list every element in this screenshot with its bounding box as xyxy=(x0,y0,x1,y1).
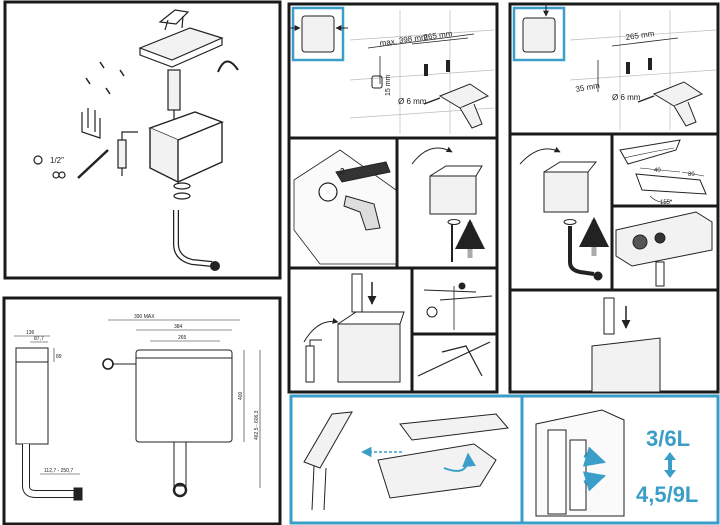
flush-mechanism-part xyxy=(167,69,181,125)
double-arrow-icon xyxy=(664,452,676,478)
gaskets-part xyxy=(173,182,191,200)
dim-pipe-range-label: 112,7 - 250,7 xyxy=(44,468,73,474)
step-number-label: 2 xyxy=(340,167,345,176)
side-view xyxy=(14,335,83,501)
bracket-part xyxy=(158,9,190,31)
steps-grid xyxy=(287,2,720,394)
supply-pipe-part xyxy=(77,149,109,179)
dim-87-label: 87,7 xyxy=(34,336,44,342)
lid-removal-step-b xyxy=(519,146,609,281)
dim-265-label: 265 xyxy=(178,335,187,341)
drill-size-label-b: Ø 6 mm xyxy=(612,93,641,102)
fill-valve-thread-label: 1/2" xyxy=(50,156,64,165)
connector-step xyxy=(423,282,493,330)
cistern-part xyxy=(148,111,224,184)
fill-valve-part xyxy=(117,131,138,176)
dim-15-mm-label: 15 mm xyxy=(385,74,392,96)
cover-plate-part xyxy=(138,27,224,68)
dim-136-label: 136 xyxy=(26,330,35,336)
final-insertion-step xyxy=(591,297,661,393)
dim-80-label: 80 xyxy=(688,172,695,178)
flush-volume-full-label: 3/6L xyxy=(646,426,690,451)
dim-265-mm-label-b: 265 mm xyxy=(625,29,655,42)
cut-step-panel: 2 xyxy=(293,149,397,265)
dim-400-label: 400 xyxy=(238,391,244,400)
drill-icon xyxy=(637,81,704,127)
install-panel-a: max. 398 mm 265 mm 15 mm Ø 6 mm xyxy=(288,6,495,134)
drill-icon xyxy=(423,83,490,129)
dim-40-label: 40 xyxy=(654,168,661,174)
bend-drawing-panel xyxy=(619,139,707,203)
washer-part xyxy=(33,155,43,165)
technical-drawing-panel: 136 87,7 89 112,7 - 250,7 390 MAX 384 26… xyxy=(2,296,282,525)
install-panel-b: 265 mm 35 mm Ø 6 mm xyxy=(512,4,717,130)
dim-89-label: 89 xyxy=(56,354,62,360)
pipe-seal-part xyxy=(210,261,220,271)
dim-max-398-label: max. 398 mm xyxy=(379,32,429,48)
exploded-view-panel: 1/2" xyxy=(3,0,282,280)
dim-265-mm-label: 265 mm xyxy=(423,29,453,42)
nut-part xyxy=(52,171,66,179)
wall-bracket-part xyxy=(81,108,101,139)
front-view xyxy=(102,319,261,498)
screws-part xyxy=(85,61,125,95)
dim-384-label: 384 xyxy=(174,324,183,330)
insert-mechanism-step xyxy=(303,273,405,383)
drill-size-label-a: Ø 6 mm xyxy=(398,97,427,106)
flush-volume-eco-label: 4,5/9L xyxy=(636,482,698,507)
dim-35-mm-label: 35 mm xyxy=(575,81,601,94)
flush-adjust-panel: 3/6L 4,5/9L xyxy=(289,394,720,525)
dim-height-range-label: 462,5 - 606,3 xyxy=(254,410,260,440)
lid-removal-step-a xyxy=(411,146,485,262)
valve-detail-panel xyxy=(615,211,713,287)
wall-grid-icon xyxy=(349,10,495,134)
dim-max-label: 390 MAX xyxy=(134,314,155,320)
hose-step xyxy=(417,341,491,377)
angle-label: 155° xyxy=(660,200,673,206)
clip-part xyxy=(217,60,239,73)
